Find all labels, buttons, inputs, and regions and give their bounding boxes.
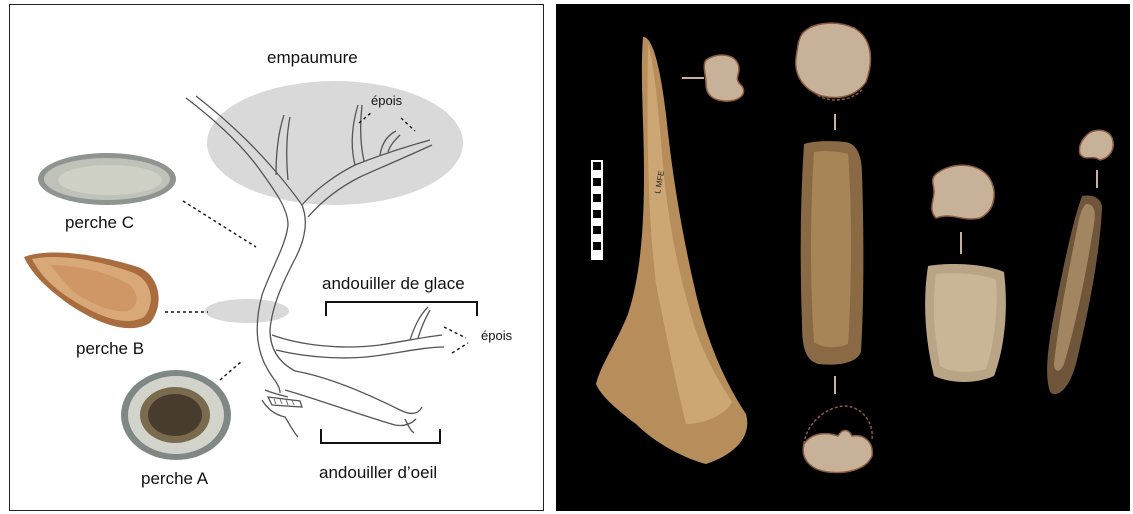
andouiller-oeil-bracket [321, 429, 440, 443]
specimen-2-beam [801, 141, 864, 365]
perche-b-section [24, 252, 159, 328]
specimen-photo-panel: L MFE [556, 4, 1130, 511]
epois-right-label: épois [481, 328, 513, 343]
andouiller-glace-bracket [326, 302, 477, 316]
scale-bar [591, 160, 603, 260]
andouiller-glace-label: andouiller de glace [322, 274, 465, 293]
perche-b-label: perche B [76, 339, 144, 358]
perche-c-label: perche C [65, 213, 134, 232]
section-2-bottom [803, 430, 872, 472]
specimen-4-fragment [1047, 196, 1102, 395]
perche-a-label: perche A [141, 469, 209, 488]
perche-a-section [121, 370, 231, 460]
antler-diagram: empaumure épois épois perche C perche B … [10, 5, 545, 512]
section-4 [1079, 130, 1113, 160]
perche-c-section [38, 153, 176, 205]
specimen-photos: L MFE [556, 4, 1130, 511]
specimen-3-fragment [925, 264, 1006, 382]
section-1 [704, 55, 743, 101]
epois-top-label: épois [371, 93, 403, 108]
section-2-top [796, 23, 871, 97]
empaumure-highlight [207, 81, 463, 205]
section-3 [932, 165, 994, 219]
andouiller-oeil-label: andouiller d’oeil [319, 463, 437, 482]
antler-diagram-panel: empaumure épois épois perche C perche B … [9, 4, 544, 511]
empaumure-label: empaumure [267, 48, 358, 67]
